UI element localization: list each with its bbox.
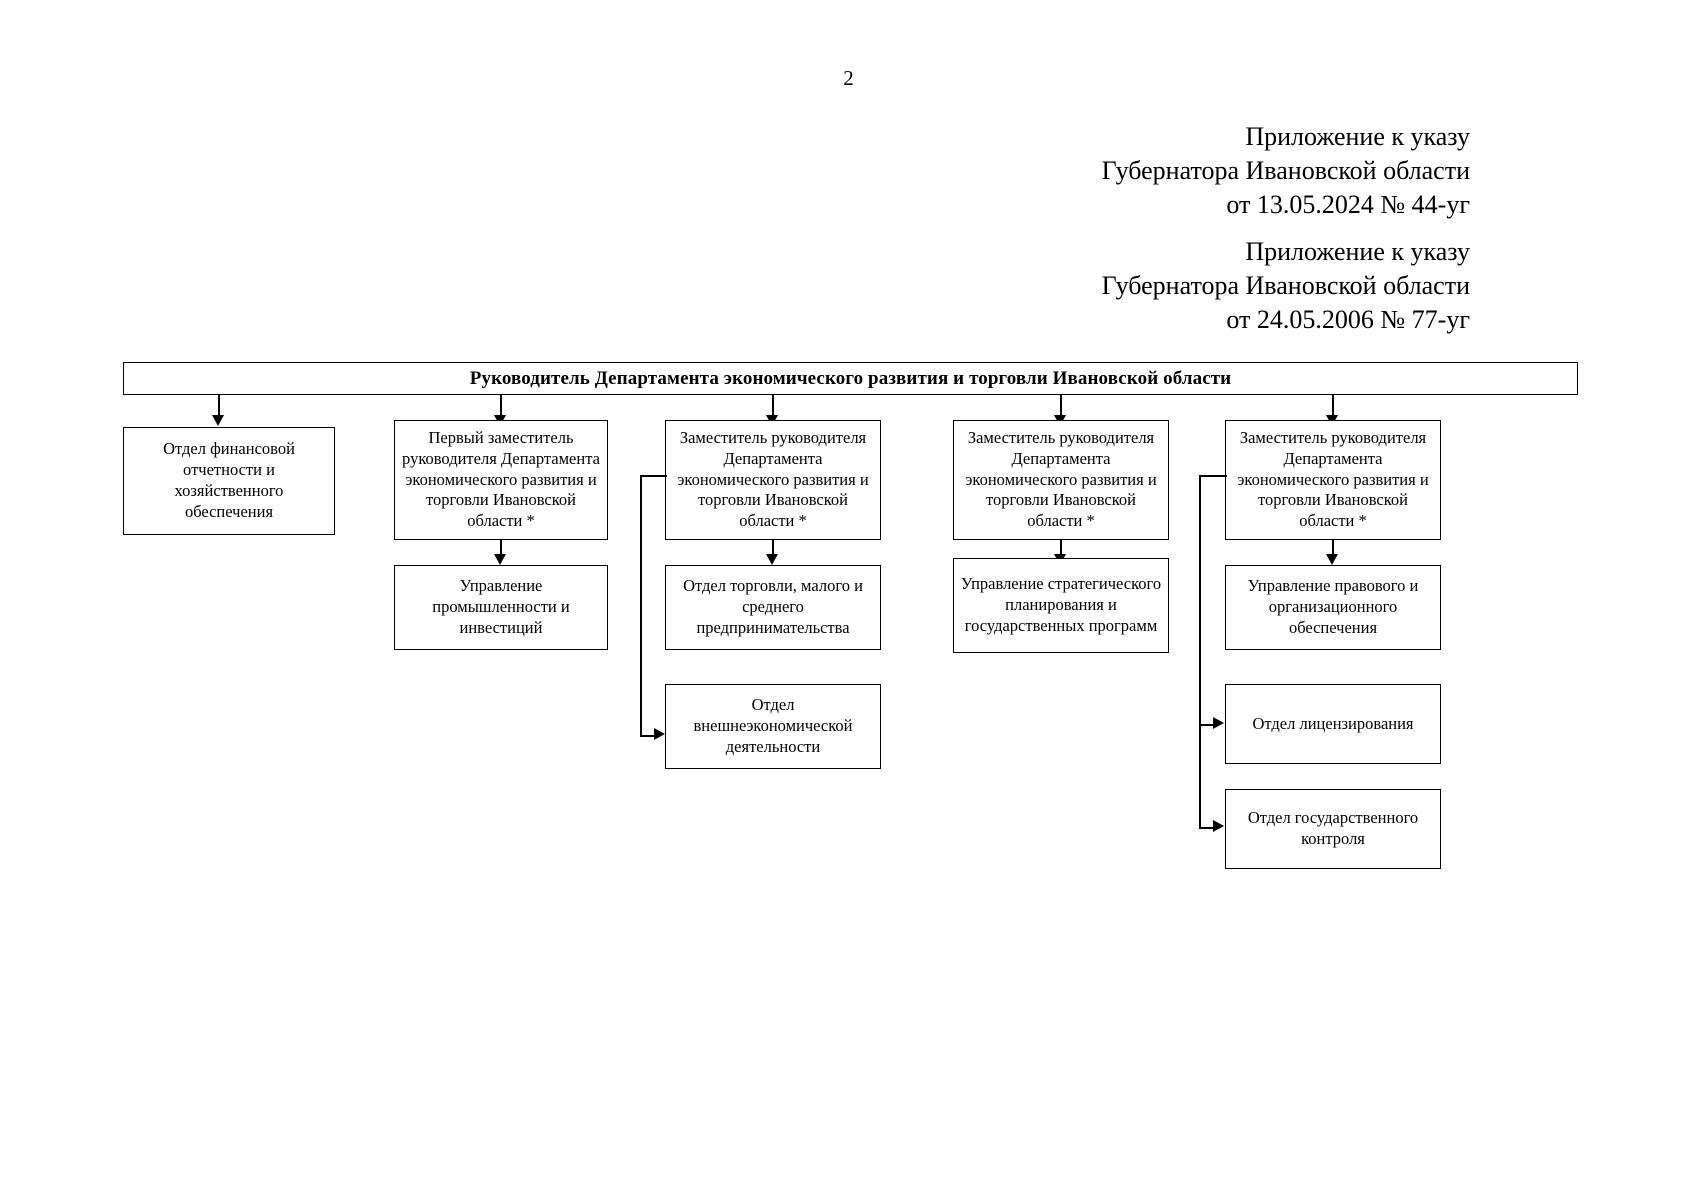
connector-head-to-col4 [1060, 395, 1062, 417]
connector-col5-elbow-vertical [1199, 475, 1201, 827]
org-node-label: Управление промышленности и инвестиций [432, 576, 570, 637]
connector-col4-to-unit [1060, 540, 1062, 556]
connector-col2-to-unit [500, 540, 502, 556]
org-node-col3-unit: Отдел торговли, малого и среднего предпр… [665, 565, 881, 650]
appendix-header-2006: Приложение к указу Губернатора Ивановско… [1102, 235, 1470, 336]
connector-col5-branch-licensing [1199, 724, 1217, 726]
page-number: 2 [843, 66, 854, 90]
org-node-col5-unit3: Отдел государственного контроля [1225, 789, 1441, 869]
org-node-col3-deputy: Заместитель руководителя Департамента эк… [665, 420, 881, 540]
arrowhead-col5-unit2 [1213, 717, 1224, 729]
org-node-label: Отдел финансовой отчетности и хозяйствен… [163, 439, 295, 521]
connector-col5-branch-control [1199, 827, 1217, 829]
org-node-label: Отдел внешнеэкономической деятельности [693, 695, 853, 756]
arrowhead-col5-unit [1326, 554, 1338, 565]
arrowhead-col1 [212, 415, 224, 426]
appendix-header-line: от 24.05.2006 № 77-уг [1226, 304, 1470, 334]
org-node-label: Заместитель руководителя Департамента эк… [677, 428, 869, 531]
appendix-header-line: Губернатора Ивановской области [1101, 155, 1470, 185]
connector-head-to-col2 [500, 395, 502, 417]
org-node-label: Управление правового и организационного … [1247, 576, 1419, 637]
org-node-label: Отдел лицензирования [1252, 713, 1414, 733]
connector-head-to-col1 [218, 395, 220, 417]
org-node-head: Руководитель Департамента экономического… [123, 362, 1578, 395]
org-node-col2-unit: Управление промышленности и инвестиций [394, 565, 608, 650]
appendix-header-line: Губернатора Ивановской области [1101, 270, 1470, 300]
arrowhead-col3-unit [766, 554, 778, 565]
connector-col3-elbow-top [640, 475, 667, 477]
appendix-header-line: Приложение к указу [1245, 237, 1470, 266]
connector-col3-elbow-vertical [640, 475, 642, 735]
connector-col5-elbow-top [1199, 475, 1227, 477]
connector-col3-elbow-bottom [640, 735, 658, 737]
org-node-label: Управление стратегического планирования … [960, 574, 1162, 635]
org-node-label: Заместитель руководителя Департамента эк… [1237, 428, 1429, 531]
org-node-label: Заместитель руководителя Департамента эк… [965, 428, 1157, 531]
org-node-col2-deputy: Первый заместитель руководителя Департам… [394, 420, 608, 540]
appendix-header-line: от 13.05.2024 № 44-уг [1226, 189, 1470, 219]
org-node-label: Отдел торговли, малого и среднего предпр… [683, 576, 863, 637]
org-node-col5-deputy: Заместитель руководителя Департамента эк… [1225, 420, 1441, 540]
arrowhead-col3-unit2 [654, 728, 665, 740]
arrowhead-col5-unit3 [1213, 820, 1224, 832]
connector-head-to-col5 [1332, 395, 1334, 417]
org-node-col3-unit2: Отдел внешнеэкономической деятельности [665, 684, 881, 769]
org-node-col1-dept: Отдел финансовой отчетности и хозяйствен… [123, 427, 335, 535]
connector-col3-to-unit [772, 540, 774, 556]
org-node-col5-unit2: Отдел лицензирования [1225, 684, 1441, 764]
org-node-col4-deputy: Заместитель руководителя Департамента эк… [953, 420, 1169, 540]
org-node-col5-unit: Управление правового и организационного … [1225, 565, 1441, 650]
org-node-label: Отдел государственного контроля [1247, 808, 1419, 848]
appendix-header-2024: Приложение к указу Губернатора Ивановско… [1102, 120, 1470, 221]
connector-col5-to-unit [1332, 540, 1334, 556]
org-node-label: Первый заместитель руководителя Департам… [402, 428, 600, 531]
appendix-header-line: Приложение к указу [1245, 122, 1470, 151]
org-node-col4-unit: Управление стратегического планирования … [953, 558, 1169, 653]
connector-head-to-col3 [772, 395, 774, 417]
org-node-label: Руководитель Департамента экономического… [469, 367, 1232, 389]
arrowhead-col2-unit [494, 554, 506, 565]
